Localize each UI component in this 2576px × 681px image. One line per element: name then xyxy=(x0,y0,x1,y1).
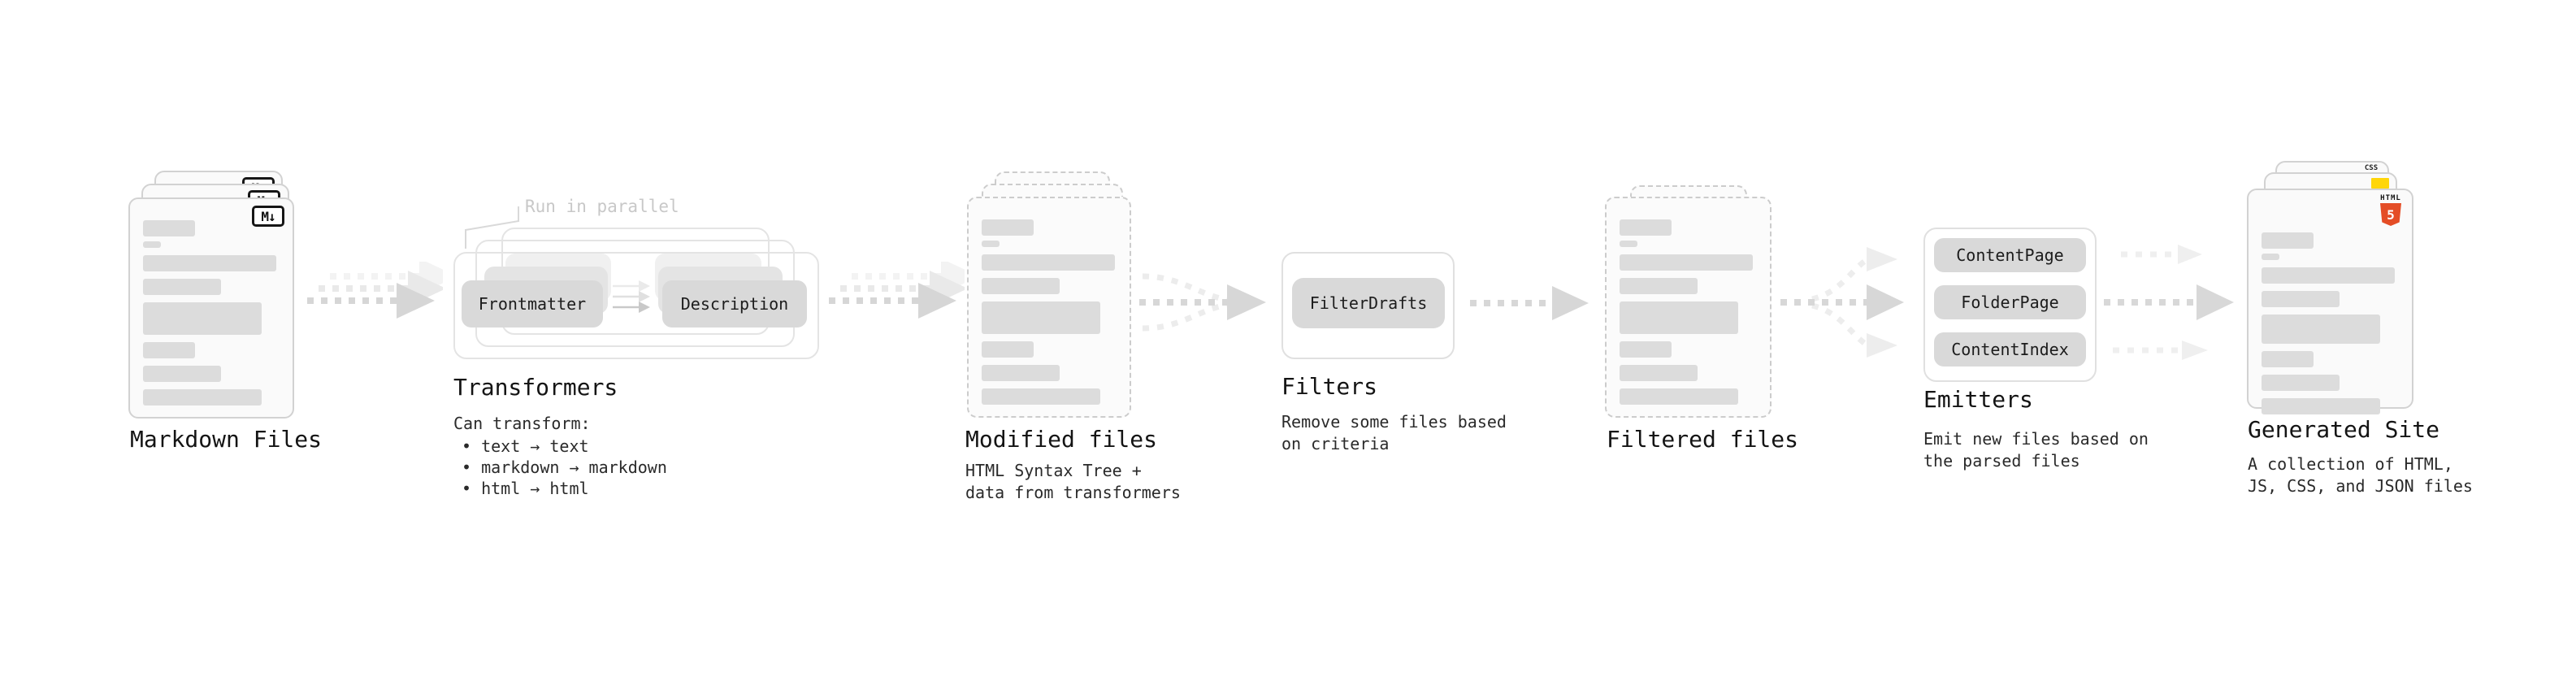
bullet-item: • text → text xyxy=(462,436,589,456)
html5-icon: HTML 5 xyxy=(2379,194,2402,226)
doc-line-bar xyxy=(143,302,262,335)
doc-line-bar xyxy=(982,341,1034,358)
pill-description: Description xyxy=(662,280,807,327)
note-leader-line xyxy=(465,206,519,249)
doc-line-bar xyxy=(982,301,1100,334)
document-card-front: M↓ xyxy=(128,197,294,419)
doc-line-bar xyxy=(1620,278,1698,294)
stage-label-transformers: Transformers xyxy=(453,374,618,401)
flow-arrow-stacked-2 xyxy=(829,262,965,319)
pill-contentpage: ContentPage xyxy=(1934,238,2086,272)
doc-line-bar xyxy=(1620,388,1738,405)
markdown-icon: M↓ xyxy=(252,206,284,227)
parallel-arrows-icon xyxy=(613,280,650,313)
flow-arrow-triple xyxy=(2104,245,2234,360)
doc-line-bar xyxy=(982,388,1100,405)
flow-arrow-single xyxy=(1470,286,1589,320)
pill-frontmatter: Frontmatter xyxy=(462,280,603,327)
doc-line-bar xyxy=(2262,351,2314,367)
doc-line-bar xyxy=(143,342,195,358)
doc-line-bar xyxy=(1620,365,1698,381)
doc-line-bar xyxy=(982,219,1034,236)
doc-line-bar xyxy=(982,365,1060,381)
stage-label-filtered-files: Filtered files xyxy=(1607,426,1799,453)
doc-line-bar xyxy=(982,241,1000,247)
doc-line-bar xyxy=(2262,291,2340,307)
doc-text-lines xyxy=(969,198,1130,405)
doc-line-bar xyxy=(2262,267,2395,284)
transformers-desc-title: Can transform: xyxy=(453,414,591,433)
doc-line-bar xyxy=(143,366,221,382)
doc-line-bar xyxy=(2262,232,2314,249)
stage-label-markdown-files: Markdown Files xyxy=(130,426,323,453)
doc-line-bar xyxy=(2262,314,2380,344)
generated-site-desc: A collection of HTML, JS, CSS, and JSON … xyxy=(2248,454,2473,496)
run-in-parallel-note: Run in parallel xyxy=(525,197,679,216)
document-card-html: HTML 5 xyxy=(2247,189,2413,414)
doc-line-bar xyxy=(1620,254,1753,271)
doc-line-bar xyxy=(982,278,1060,294)
doc-line-bar xyxy=(2262,398,2380,414)
doc-line-bar xyxy=(143,241,161,248)
doc-line-bar xyxy=(1620,341,1672,358)
emitters-desc: Emit new files based on the parsed files xyxy=(1923,429,2149,471)
pill-folderpage: FolderPage xyxy=(1934,285,2086,319)
doc-text-lines xyxy=(130,199,293,406)
bullet-item: • html → html xyxy=(462,479,589,498)
transformer-card-front xyxy=(453,252,819,359)
pill-filterdrafts: FilterDrafts xyxy=(1292,278,1445,328)
doc-line-bar xyxy=(143,255,276,271)
document-card-front xyxy=(967,197,1131,418)
doc-text-lines xyxy=(1607,198,1770,405)
flow-arrow-merge xyxy=(1139,273,1266,332)
doc-line-bar xyxy=(1620,219,1672,236)
bullet-item: • markdown → markdown xyxy=(462,458,667,477)
js-file-icon xyxy=(2371,178,2389,189)
stage-label-modified-files: Modified files xyxy=(965,426,1158,453)
doc-line-bar xyxy=(143,389,262,406)
bullet-list: • text → text • markdown → markdown • ht… xyxy=(462,436,667,499)
doc-line-bar xyxy=(982,254,1115,271)
stage-label-emitters: Emitters xyxy=(1923,386,2033,413)
doc-line-bar xyxy=(143,220,195,236)
doc-line-bar xyxy=(2262,375,2340,391)
doc-line-bar xyxy=(1620,301,1738,334)
doc-line-bar xyxy=(2262,254,2279,260)
stage-label-generated-site: Generated Site xyxy=(2248,416,2440,443)
document-card-front xyxy=(1605,197,1772,418)
flow-arrow-split xyxy=(1780,247,1904,358)
doc-text-lines xyxy=(2249,190,2412,414)
stage-label-filters: Filters xyxy=(1281,373,1378,400)
filters-desc: Remove some files based on criteria xyxy=(1281,412,1507,453)
flow-arrow-stacked-1 xyxy=(307,262,443,319)
doc-line-bar xyxy=(1620,241,1637,247)
pill-contentindex: ContentIndex xyxy=(1934,332,2086,367)
doc-line-bar xyxy=(143,279,221,295)
modified-files-desc: HTML Syntax Tree + data from transformer… xyxy=(965,461,1181,502)
